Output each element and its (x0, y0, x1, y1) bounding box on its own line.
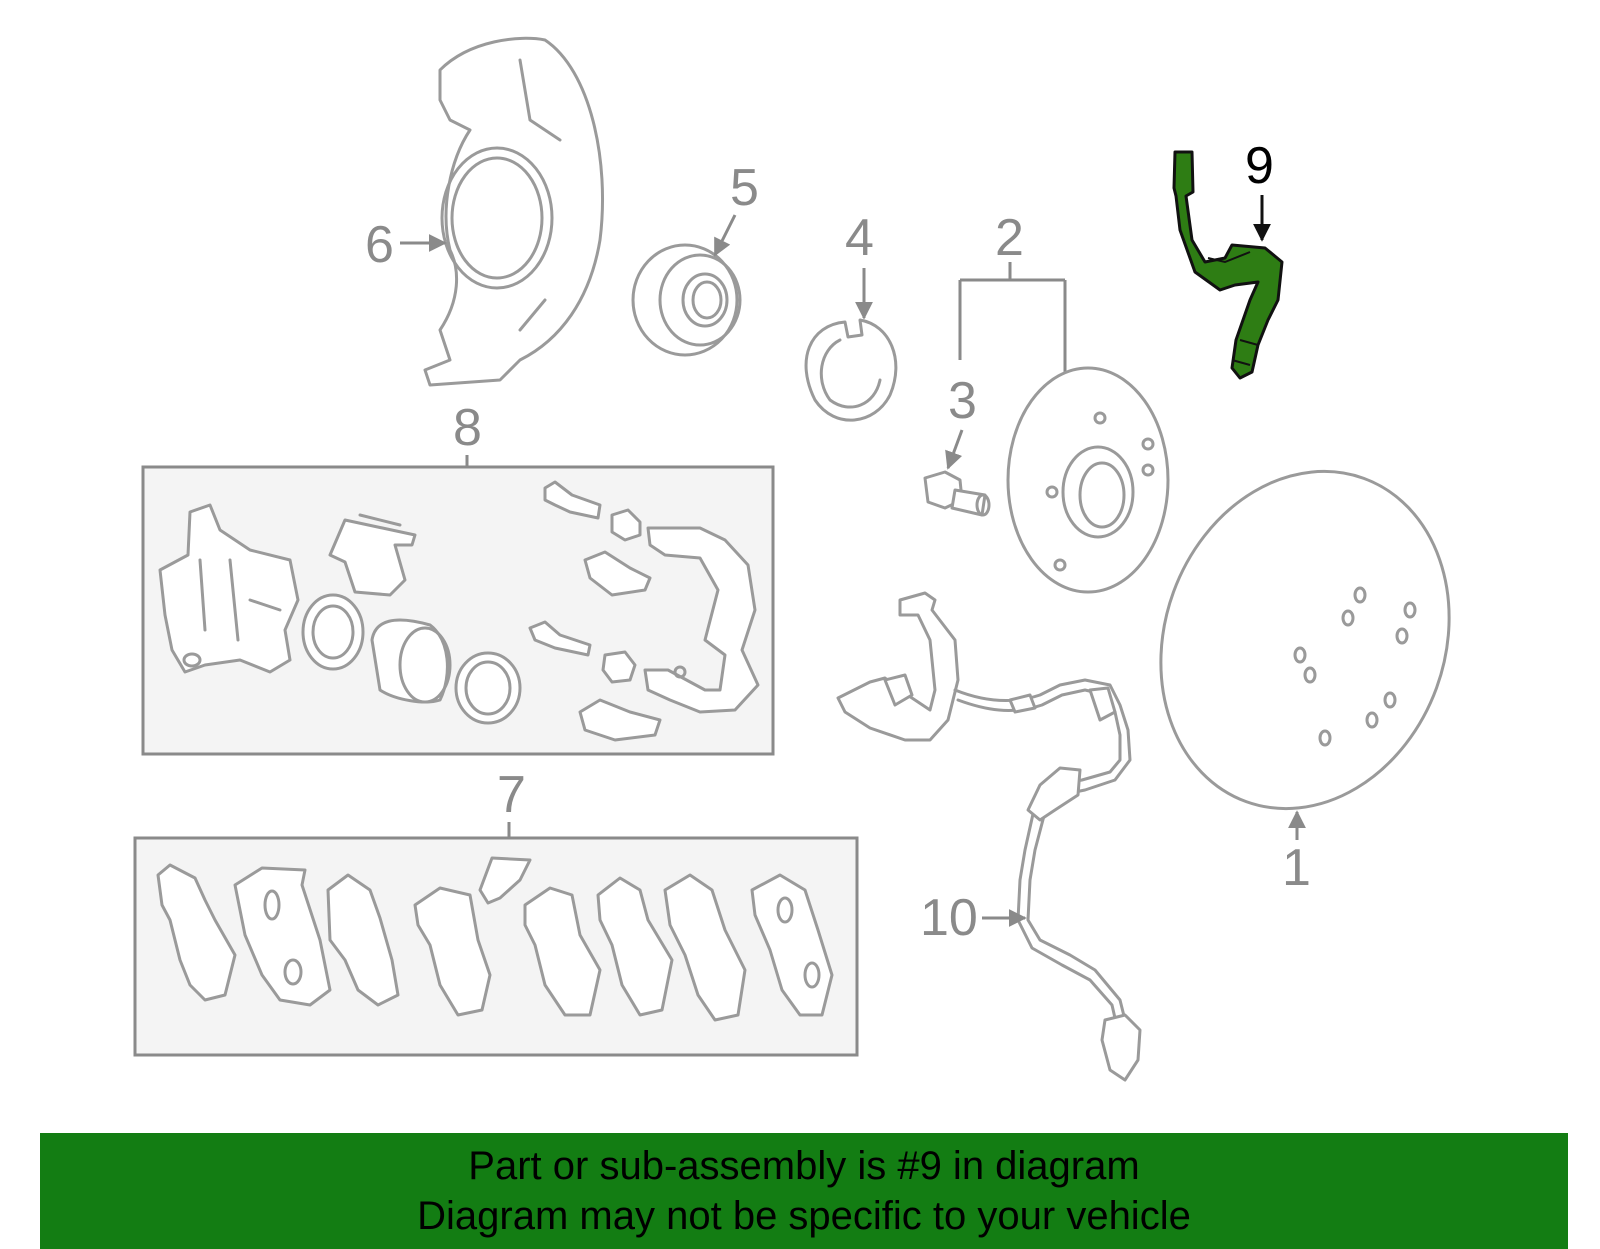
banner-line-1: Part or sub-assembly is #9 in diagram (468, 1144, 1140, 1188)
label-10: 10 (920, 889, 978, 947)
part-9-highlighted-sensor[interactable] (1172, 150, 1284, 380)
arrow-3 (945, 429, 964, 470)
part-2-hub[interactable] (1006, 366, 1170, 594)
label-1: 1 (1282, 839, 1311, 897)
part-3-hub-bolt[interactable] (923, 470, 991, 517)
label-8: 8 (453, 399, 482, 457)
info-banner: Part or sub-assembly is #9 in diagram Di… (40, 1133, 1568, 1249)
label-9: 9 (1245, 137, 1274, 195)
part-10-abs-wire-harness[interactable] (836, 591, 1142, 1082)
bracket-2 (958, 262, 1067, 405)
label-5: 5 (730, 159, 759, 217)
label-4: 4 (845, 209, 874, 267)
label-6: 6 (365, 216, 394, 274)
part-8-caliper-kit[interactable] (158, 480, 760, 742)
banner-line-2: Diagram may not be specific to your vehi… (417, 1194, 1191, 1238)
label-3: 3 (948, 372, 977, 430)
part-6-splash-shield[interactable] (423, 36, 604, 387)
part-5-wheel-bearing[interactable] (631, 243, 742, 357)
label-2: 2 (995, 209, 1024, 267)
part-7-brake-pad-set[interactable] (156, 856, 834, 1022)
part-4-snap-ring[interactable] (804, 318, 898, 422)
label-7: 7 (497, 766, 526, 824)
arrow-5 (713, 214, 737, 257)
part-1-brake-rotor[interactable] (1115, 430, 1496, 849)
